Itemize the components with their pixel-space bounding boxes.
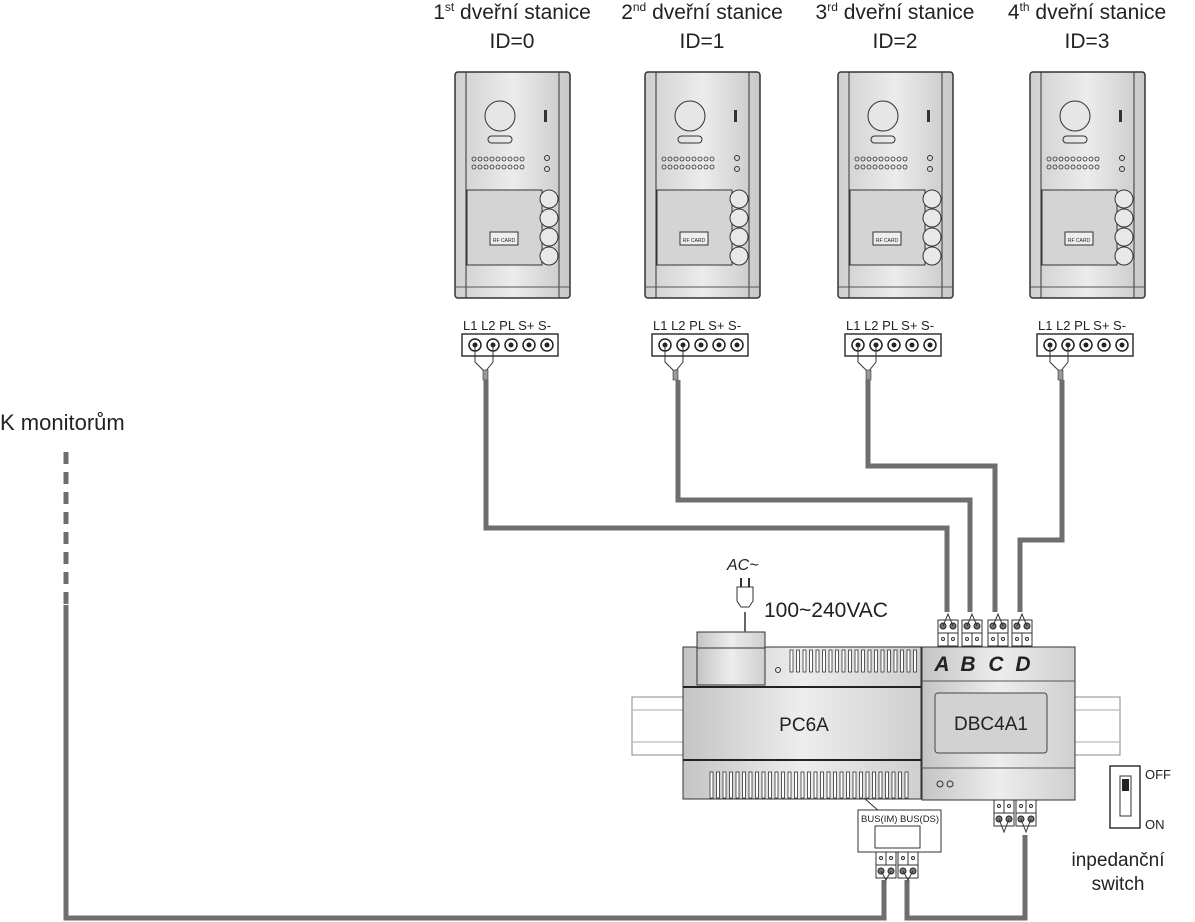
wire-station-1 (483, 380, 950, 612)
call-button[interactable] (922, 208, 942, 228)
call-button[interactable] (539, 208, 559, 228)
station-title: 4th dveřní stanice (1008, 0, 1166, 24)
terminal-block (987, 619, 1009, 647)
call-button[interactable] (729, 246, 749, 266)
plug-icon (736, 586, 754, 608)
monitors-label: K monitorům (0, 410, 125, 435)
station-id: ID=1 (680, 30, 725, 53)
port-d-label: D (1015, 653, 1030, 676)
station-id: ID=2 (873, 30, 918, 53)
terminal-blocks (875, 612, 1037, 882)
call-button[interactable] (729, 189, 749, 209)
rf-card-label: RF CARD (1068, 238, 1091, 244)
terminal-labels: L1 L2 PL S+ S- (846, 318, 934, 333)
call-button[interactable] (1114, 208, 1134, 228)
switch-on-label: ON (1145, 817, 1165, 832)
terminal-block (1011, 619, 1033, 647)
bus-connector: BUS(IM) BUS(DS) (857, 797, 942, 853)
dbc4a1-label: DBC4A1 (954, 714, 1028, 735)
terminal-labels: L1 L2 PL S+ S- (653, 318, 741, 333)
vent-slots (789, 649, 917, 673)
bus-ds-label: BUS(DS) (900, 814, 939, 825)
rf-card-label: RF CARD (493, 238, 516, 244)
terminal-block (897, 851, 919, 879)
bus-im-label: BUS(IM) (861, 814, 897, 825)
impedance-switch[interactable]: OFF ON inpedanční switch (1072, 765, 1172, 895)
wire-bus-ds (904, 835, 1028, 921)
distributor-dbc4a1: DBC4A1 A B C D (875, 612, 1076, 882)
station-title: 1st dveřní stanice (433, 0, 591, 24)
call-button[interactable] (1114, 189, 1134, 209)
switch-label-1: inpedanční (1072, 850, 1166, 871)
switch-label-2: switch (1092, 874, 1145, 895)
station-id: ID=0 (490, 30, 535, 53)
station-title: 2nd dveřní stanice (621, 0, 783, 24)
camera-icon (867, 100, 899, 132)
call-button[interactable] (729, 227, 749, 247)
pc6a-label: PC6A (779, 715, 829, 736)
terminal-block (993, 799, 1015, 827)
wires (63, 380, 1065, 921)
camera-icon (484, 100, 516, 132)
switch-off-label: OFF (1145, 767, 1171, 782)
camera-icon (674, 100, 706, 132)
port-c-label: C (988, 653, 1004, 676)
terminal-block (1015, 799, 1037, 827)
wire-station-2 (675, 380, 973, 612)
terminal-block (875, 851, 897, 879)
rf-card-label: RF CARD (683, 238, 706, 244)
port-a-label: A (933, 653, 949, 676)
terminal-labels: L1 L2 PL S+ S- (463, 318, 551, 333)
call-button[interactable] (539, 227, 559, 247)
terminal-block (937, 619, 959, 647)
call-button[interactable] (922, 189, 942, 209)
call-button[interactable] (1114, 246, 1134, 266)
call-button[interactable] (922, 227, 942, 247)
rf-card-label: RF CARD (876, 238, 899, 244)
ac-label: AC~ (726, 557, 759, 574)
wire-monitors (63, 605, 887, 921)
station-id: ID=3 (1065, 30, 1110, 53)
vent-slots (709, 771, 909, 799)
call-button[interactable] (539, 246, 559, 266)
power-supply-pc6a: AC~ 100~240VAC PC6A (631, 557, 1121, 800)
port-b-label: B (960, 653, 975, 676)
call-button[interactable] (539, 189, 559, 209)
terminal-labels: L1 L2 PL S+ S- (1038, 318, 1126, 333)
wire-station-4 (1017, 380, 1065, 612)
wire-station-3 (865, 380, 998, 612)
terminal-block (961, 619, 983, 647)
voltage-label: 100~240VAC (764, 599, 888, 622)
call-button[interactable] (922, 246, 942, 266)
camera-icon (1059, 100, 1091, 132)
call-button[interactable] (729, 208, 749, 228)
station-title: 3rd dveřní stanice (816, 0, 975, 24)
call-button[interactable] (1114, 227, 1134, 247)
